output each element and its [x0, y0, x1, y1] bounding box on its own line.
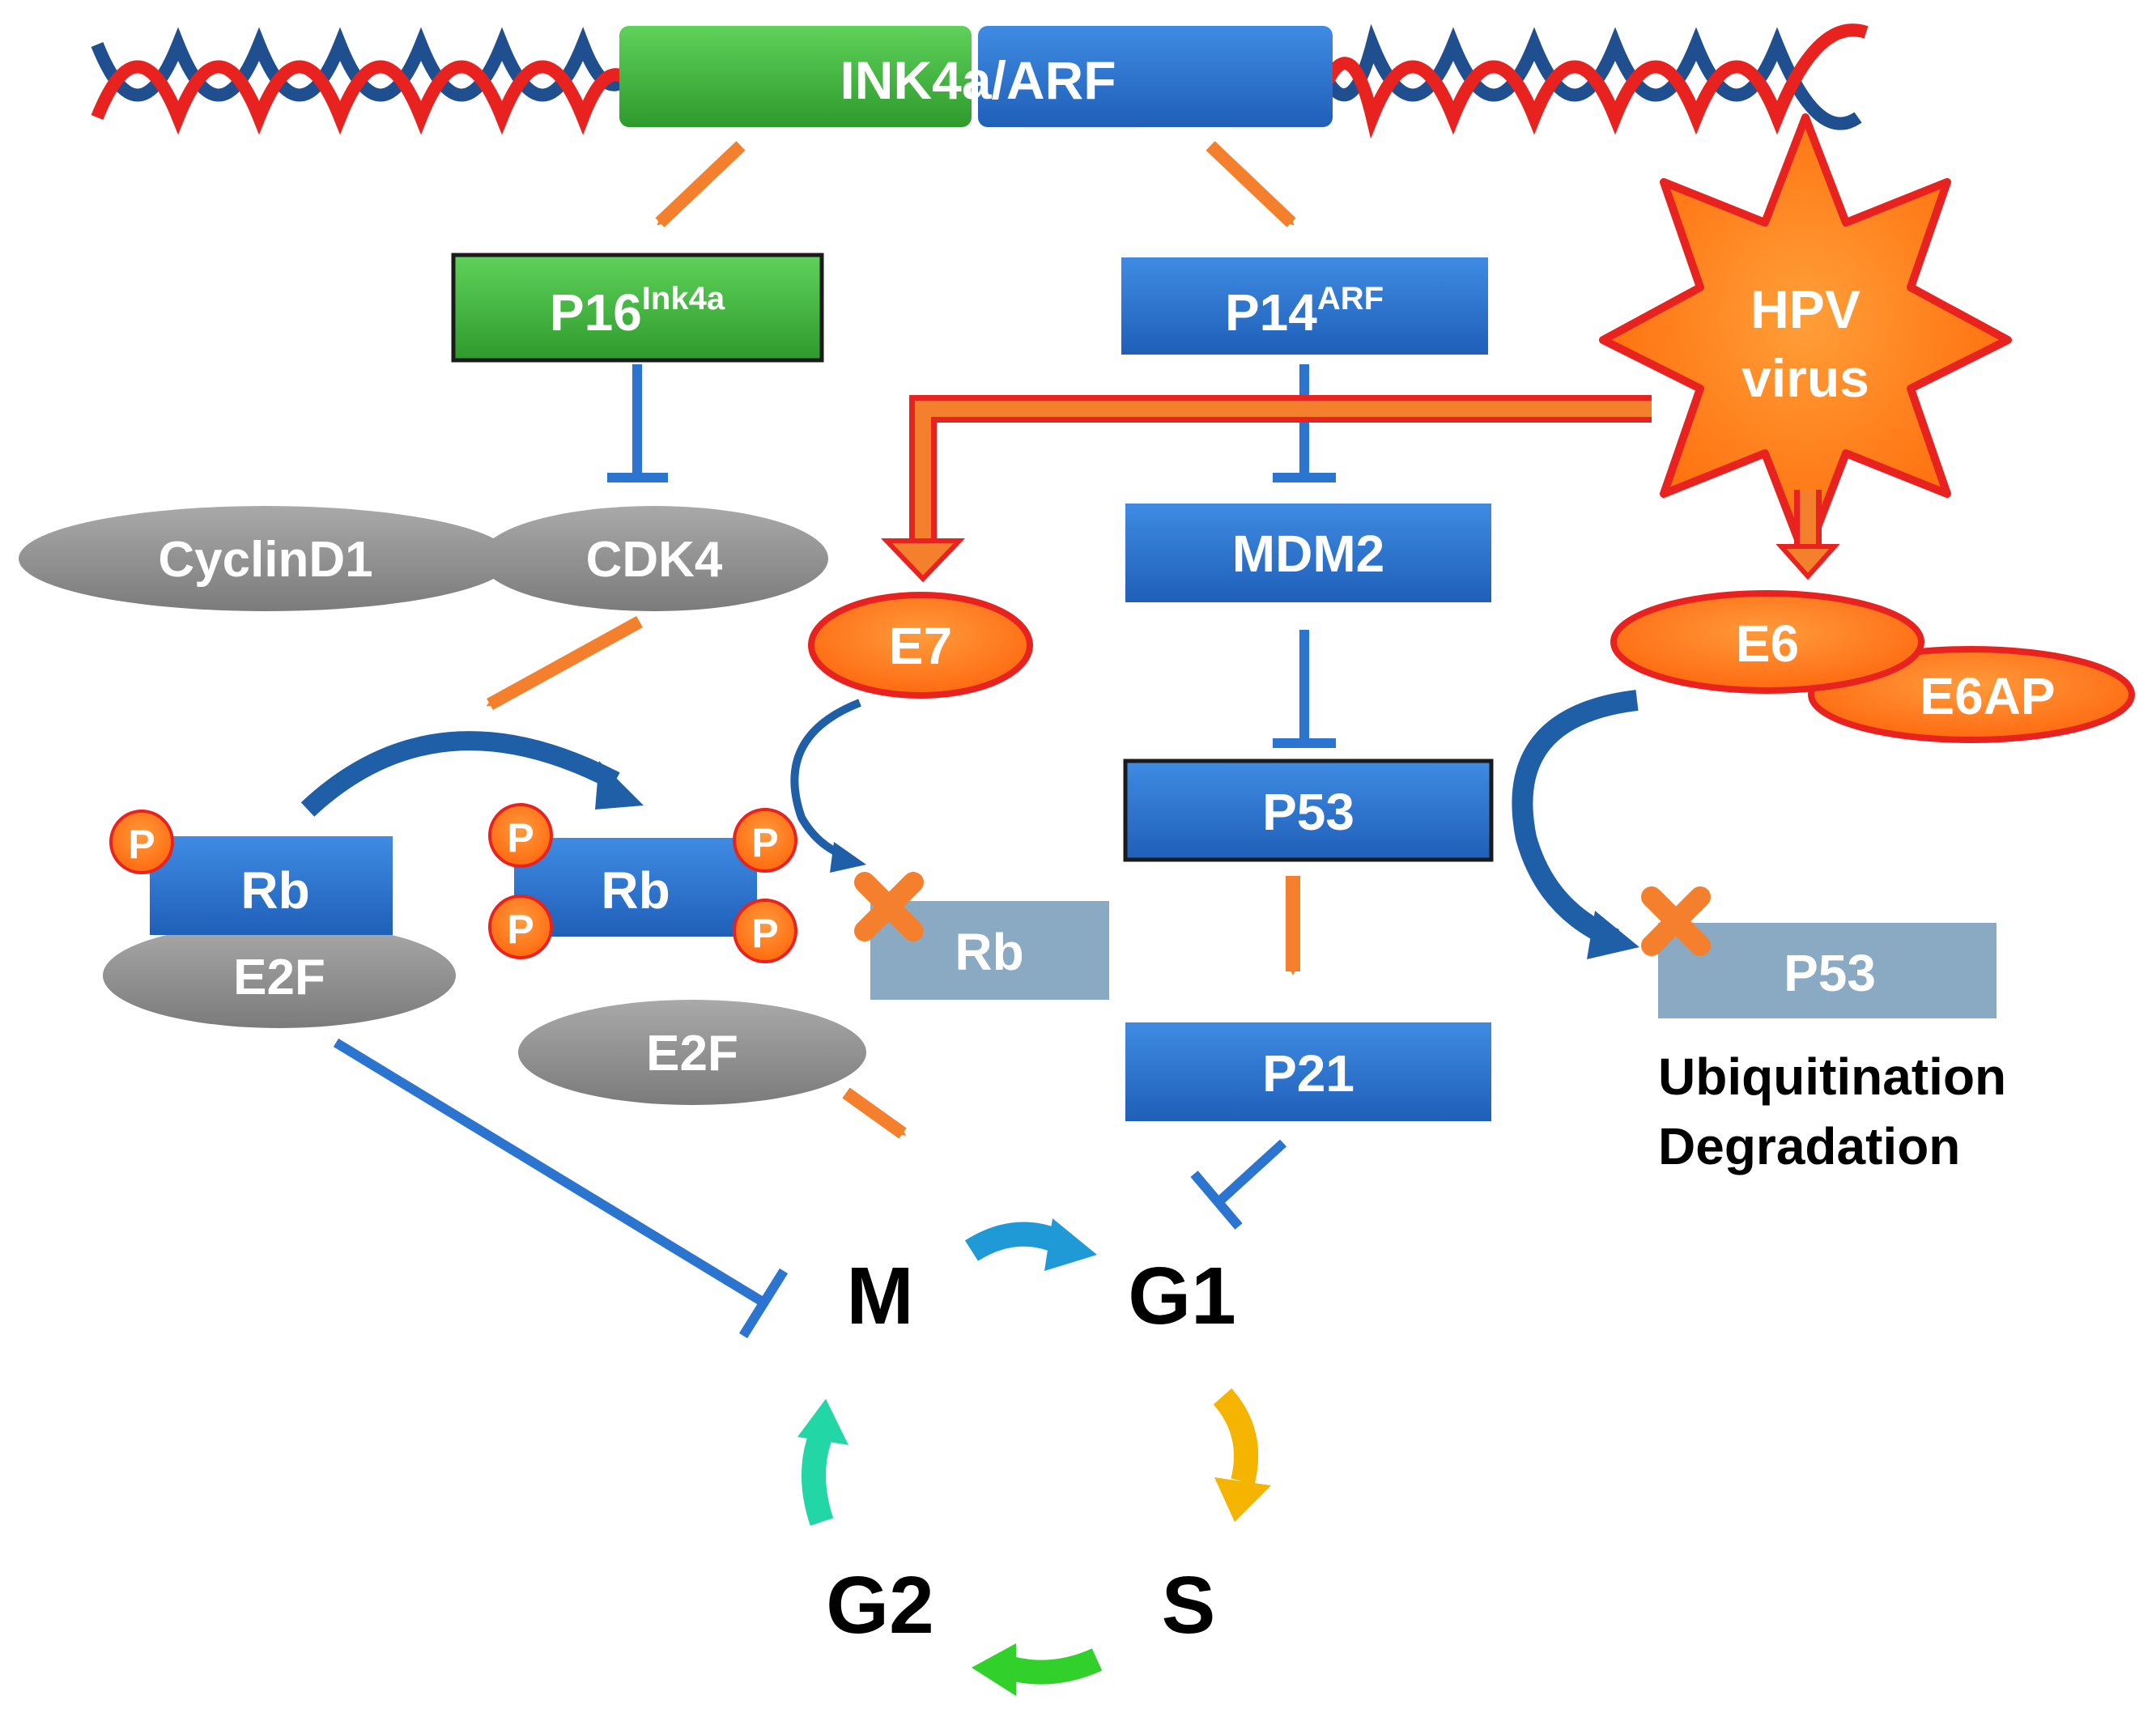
p14-label: P14	[1225, 283, 1317, 342]
p53-degraded-box	[1658, 923, 1997, 1018]
arrow-m-to-g1	[964, 1222, 1066, 1261]
hpv-label: HPV	[1750, 279, 1860, 339]
arrowhead-m-to-g1	[1044, 1218, 1097, 1271]
arrow-cdk4-to-rb	[486, 615, 643, 711]
inhibit-rbe2f-m	[333, 1038, 789, 1339]
dna-strand-red-right	[1321, 23, 1869, 139]
e2f-bound-ellipse	[103, 923, 456, 1028]
dna-helix	[91, 23, 1869, 139]
p14-superscript: ARF	[1317, 281, 1384, 317]
arrow-e2f-to-cycle	[842, 1087, 907, 1139]
cyclind1-ellipse	[19, 506, 512, 611]
rb-phospho-label: Rb	[601, 861, 670, 920]
cdk4-ellipse	[480, 506, 828, 611]
arrow-s-to-g2	[1005, 1648, 1103, 1685]
cell-cycle: M G1 S G2	[797, 1218, 1271, 1696]
p16-superscript: Ink4a	[642, 281, 725, 317]
inhibit-mdm2-p53	[1273, 630, 1336, 748]
arrow-rb-phosphorylation	[300, 731, 644, 817]
ubiquitination-label: Ubiquitination	[1658, 1048, 2006, 1106]
phase-m: M	[846, 1251, 913, 1341]
svg-text:P16Ink4a: P16Ink4a	[550, 281, 725, 342]
rb-inactive-label: Rb	[955, 923, 1023, 981]
dna-strand-blue-left	[91, 27, 627, 102]
phospho-label: P	[507, 815, 534, 861]
ink4a-segment	[619, 26, 972, 127]
mdm2-box: MDM2	[1125, 504, 1491, 602]
phase-g1: G1	[1128, 1251, 1235, 1341]
dna-strand-red-left	[91, 60, 627, 135]
arrow-hpv-to-e6	[1775, 490, 1840, 580]
phospho-circle	[733, 808, 797, 873]
e7-ellipse	[808, 592, 1033, 699]
rb-phosphorylated: Rb P P P P	[488, 803, 797, 963]
e2f-bound-label: E2F	[233, 950, 325, 1005]
phospho-label: P	[751, 911, 778, 956]
phospho-label: P	[507, 907, 534, 952]
e6-ellipse	[1610, 590, 1924, 694]
arrow-gene-to-p16	[655, 141, 746, 227]
p21-label: P21	[1262, 1044, 1354, 1103]
phospho-label: P	[751, 820, 778, 865]
gene-label: INK4a/ARF	[840, 50, 1116, 110]
phase-s: S	[1162, 1560, 1216, 1651]
phospho-circle	[488, 895, 553, 959]
e7-label: E7	[889, 617, 952, 675]
p16-label: P16	[550, 283, 642, 342]
rb-bound-box	[150, 836, 393, 935]
phospho-label: P	[128, 822, 155, 867]
svg-text:P14ARF: P14ARF	[1225, 281, 1384, 342]
arrow-e7-to-rb	[790, 699, 866, 873]
p53-box: P53	[1123, 759, 1494, 862]
e6ap-label: E6AP	[1920, 667, 2055, 725]
p16-box: P16Ink4a	[451, 253, 824, 363]
cyclind1-label: CyclinD1	[158, 532, 372, 588]
rb-phospho-box	[514, 838, 757, 937]
arrowhead-g1-to-s	[1214, 1477, 1271, 1522]
e2f-free-label: E2F	[646, 1026, 738, 1082]
rb-bound-label: Rb	[240, 861, 309, 920]
arrow-hpv-to-e7	[880, 395, 1652, 583]
phospho-circle	[733, 899, 797, 963]
rb-e2f-complex: Rb E2F P	[103, 810, 456, 1028]
arrow-gene-to-p14	[1206, 141, 1296, 227]
cdk4-label: CDK4	[586, 532, 723, 588]
degradation-label: Degradation	[1658, 1117, 1960, 1175]
cross-mark-p53	[1641, 886, 1711, 956]
inhibit-p16-cdk4	[607, 364, 668, 482]
phospho-circle	[488, 803, 553, 868]
phospho-circle	[109, 810, 174, 874]
arrowhead-g2-to-m	[797, 1399, 848, 1445]
arrow-g2-to-m	[802, 1428, 834, 1526]
e2f-free-ellipse	[518, 1000, 866, 1105]
inhibit-p21-g1	[1190, 1139, 1287, 1230]
cross-mark-rb	[854, 872, 924, 941]
arf-segment	[978, 26, 1333, 127]
p21-box: P21	[1125, 1022, 1491, 1121]
mdm2-label: MDM2	[1232, 525, 1384, 583]
arrowhead-s-to-g2	[972, 1643, 1016, 1696]
p14-box: P14ARF	[1121, 257, 1488, 355]
arrow-e6-to-p53	[1512, 690, 1639, 959]
p53-degraded-label: P53	[1784, 944, 1876, 1002]
phase-g2: G2	[826, 1560, 933, 1651]
arrow-g1-to-s	[1213, 1388, 1259, 1485]
virus-label: virus	[1741, 348, 1869, 408]
p53-label: P53	[1262, 783, 1354, 841]
ink4a-arf-gene: INK4a/ARF	[619, 26, 1333, 127]
e6-label: E6	[1736, 614, 1799, 673]
